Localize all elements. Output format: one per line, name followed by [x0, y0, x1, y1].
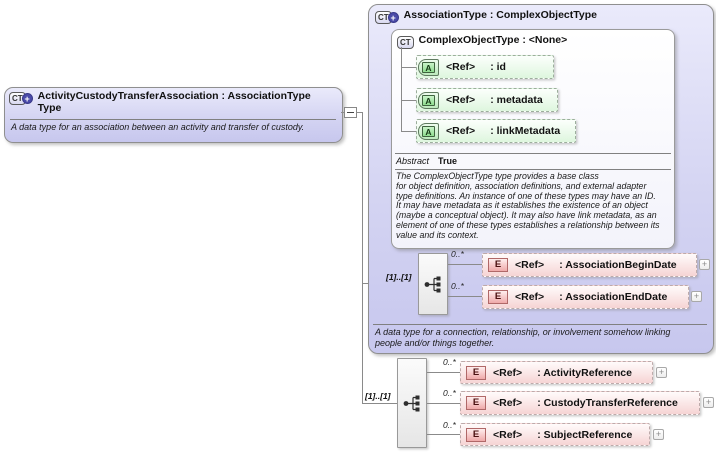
attribute-ref: <Ref>	[446, 61, 476, 73]
connector-line	[401, 100, 416, 101]
connector-line	[401, 47, 402, 131]
divider	[373, 324, 707, 325]
complex-type-icon: CT	[397, 35, 414, 49]
expand-icon[interactable]: +	[703, 397, 714, 408]
complex-type-icon: CT +	[9, 91, 33, 105]
attribute-ref: <Ref>	[446, 94, 476, 106]
occurrence-label: [1]..[1]	[386, 272, 412, 282]
cardinality-label: 0..*	[451, 281, 464, 291]
element-icon: E	[466, 396, 486, 410]
attribute-name: : id	[490, 61, 506, 73]
connector-line	[357, 112, 363, 113]
attribute-link-metadata[interactable]: A <Ref> : linkMetadata	[416, 119, 576, 143]
element-ref: <Ref>	[493, 366, 523, 379]
connector-line	[401, 131, 416, 132]
element-name: : ActivityReference	[537, 366, 632, 379]
abstract-value: True	[438, 156, 458, 166]
attribute-icon: A	[418, 91, 439, 109]
cardinality-label: 0..*	[443, 388, 456, 398]
element-icon: E	[488, 290, 508, 304]
type-box-association-type[interactable]: CT + AssociationType : ComplexObjectType…	[368, 4, 714, 354]
connector-line	[341, 112, 345, 113]
collapse-toggle-icon[interactable]	[344, 107, 357, 118]
type-header[interactable]: CT + ActivityCustodyTransferAssociation …	[9, 90, 335, 114]
element-association-end-date[interactable]: E <Ref> : AssociationEndDate	[482, 285, 689, 309]
cardinality-label: 0..*	[443, 357, 456, 367]
element-ref: <Ref>	[515, 259, 545, 271]
connector-line	[448, 264, 482, 265]
element-icon: E	[466, 365, 486, 380]
sequence-glyph	[403, 395, 419, 411]
connector-line	[427, 372, 460, 373]
expand-icon[interactable]: +	[699, 259, 710, 270]
connector-line	[362, 403, 397, 404]
element-icon: E	[488, 258, 508, 272]
element-activity-reference[interactable]: E <Ref> : ActivityReference	[460, 361, 653, 384]
attribute-metadata[interactable]: A <Ref> : metadata	[416, 88, 558, 112]
type-box-complex-object-type[interactable]: CT ComplexObjectType : <None> A <Ref> : …	[391, 29, 675, 249]
divider	[395, 169, 671, 170]
element-name: : SubjectReference	[537, 428, 633, 441]
occurrence-label: [1]..[1]	[365, 391, 391, 401]
element-ref: <Ref>	[493, 397, 523, 409]
element-ref: <Ref>	[493, 428, 523, 441]
type-header[interactable]: CT ComplexObjectType : <None>	[397, 34, 667, 49]
connector-line	[362, 112, 363, 404]
attribute-ref: <Ref>	[446, 125, 476, 137]
divider	[10, 119, 336, 120]
attribute-name: : linkMetadata	[490, 125, 561, 137]
type-description: The ComplexObjectType type provides a ba…	[396, 171, 660, 240]
element-custody-transfer-reference[interactable]: E <Ref> : CustodyTransferReference	[460, 391, 700, 415]
connector-line	[401, 67, 416, 68]
attribute-icon: A	[418, 58, 439, 76]
expand-icon[interactable]: +	[691, 291, 702, 302]
cardinality-label: 0..*	[443, 420, 456, 430]
element-association-begin-date[interactable]: E <Ref> : AssociationBeginDate	[482, 253, 697, 277]
attribute-name: : metadata	[490, 94, 543, 106]
expand-icon[interactable]: +	[656, 367, 667, 378]
type-annotation: A data type for a connection, relationsh…	[375, 327, 671, 348]
type-title: AssociationType : ComplexObjectType	[403, 9, 597, 21]
sequence-icon[interactable]	[418, 253, 448, 315]
attribute-icon: A	[418, 122, 439, 140]
element-icon: E	[466, 427, 486, 442]
element-name: : AssociationEndDate	[559, 291, 668, 303]
type-header[interactable]: CT + AssociationType : ComplexObjectType	[375, 9, 705, 24]
connector-line	[427, 403, 460, 404]
attribute-id[interactable]: A <Ref> : id	[416, 55, 554, 79]
type-box-activity-custody-transfer-association[interactable]: CT + ActivityCustodyTransferAssociation …	[4, 87, 343, 143]
divider	[395, 153, 671, 154]
element-name: : AssociationBeginDate	[559, 259, 677, 271]
sequence-glyph	[424, 276, 440, 292]
connector-line	[427, 434, 460, 435]
complex-type-icon: CT +	[375, 10, 399, 24]
connector-line	[448, 296, 482, 297]
cardinality-label: 0..*	[451, 249, 464, 259]
type-title: ActivityCustodyTransferAssociation : Ass…	[37, 90, 311, 114]
element-name: : CustodyTransferReference	[537, 397, 678, 409]
element-subject-reference[interactable]: E <Ref> : SubjectReference	[460, 423, 650, 446]
expand-icon[interactable]: +	[653, 429, 664, 440]
abstract-label: Abstract	[396, 156, 430, 166]
element-ref: <Ref>	[515, 291, 545, 303]
type-title: ComplexObjectType : <None>	[418, 34, 568, 46]
type-annotation: A data type for an association between a…	[11, 122, 305, 132]
sequence-icon[interactable]	[397, 358, 427, 448]
